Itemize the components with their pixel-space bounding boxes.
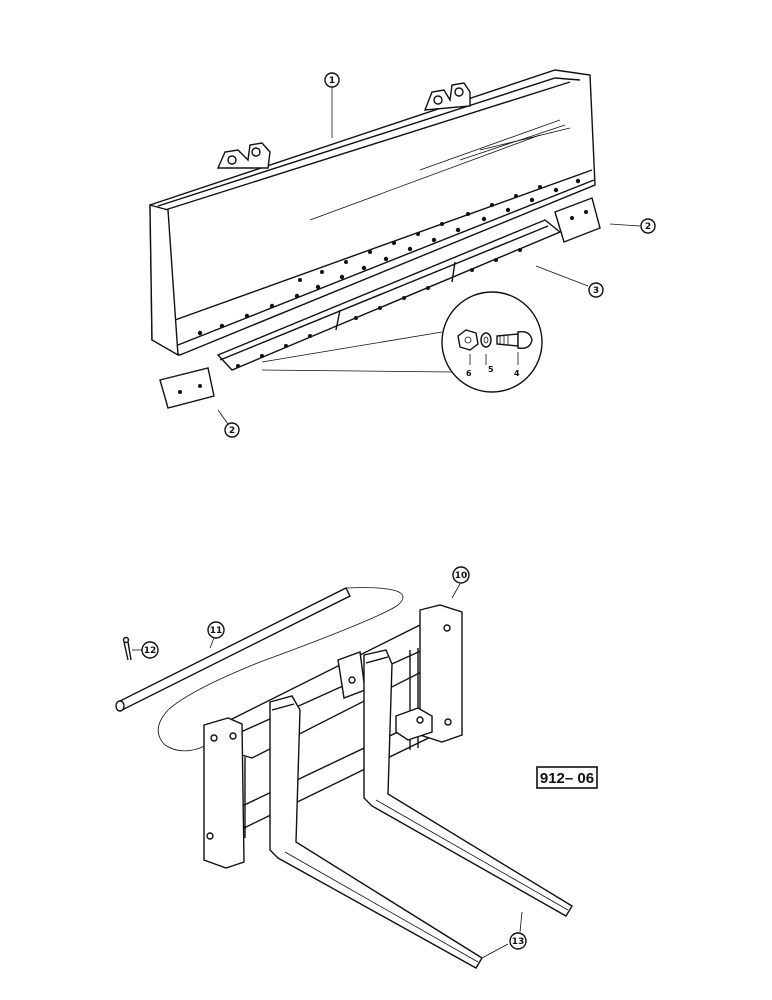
callout-13: 13 xyxy=(481,911,527,959)
callout-pin: 11 xyxy=(210,626,223,636)
end-bit-right xyxy=(554,197,601,243)
end-bit-left xyxy=(159,367,215,409)
cotter-pin-icon xyxy=(122,636,132,661)
callout-bucket: 1 xyxy=(329,76,335,86)
mounting-lug-left xyxy=(216,142,271,169)
callout-cotter-pin: 12 xyxy=(144,646,157,656)
callout-end-bit-right: 2 xyxy=(645,222,651,232)
callout-11: 11 xyxy=(207,621,225,649)
bolt-icon xyxy=(496,330,533,350)
washer-icon xyxy=(480,332,492,348)
bucket-side-plate xyxy=(149,204,179,357)
callout-washer: 5 xyxy=(488,365,494,374)
callout-2-right: 2 xyxy=(609,218,656,234)
callout-fork-frame: 10 xyxy=(455,571,468,581)
fork-frame-left-plate xyxy=(203,717,245,869)
bucket-assembly xyxy=(149,69,596,357)
callout-bolt: 4 xyxy=(514,369,520,378)
callout-nut: 6 xyxy=(466,369,472,378)
hardware-detail-circle: 6 5 4 xyxy=(261,291,543,393)
callout-10: 10 xyxy=(451,566,470,599)
callout-1: 1 xyxy=(324,72,340,138)
figure-id: 912– 06 xyxy=(540,770,594,787)
nut-icon xyxy=(457,329,479,351)
fork-assembly xyxy=(115,587,573,969)
callout-2-left: 2 xyxy=(217,409,240,438)
bucket-lip-holes xyxy=(197,178,581,336)
callout-12: 12 xyxy=(132,641,159,659)
figure-id-box: 912– 06 xyxy=(536,766,598,789)
pin-path-outline xyxy=(157,587,404,752)
pin-rod xyxy=(115,587,351,712)
callout-fork-tine: 13 xyxy=(512,937,525,947)
callout-3: 3 xyxy=(535,265,604,298)
mounting-lug-right xyxy=(423,82,471,111)
cutting-edge xyxy=(216,219,562,371)
callout-end-bit-left: 2 xyxy=(229,426,235,436)
callout-cutting-edge: 3 xyxy=(593,286,599,296)
fork-tine-right xyxy=(363,649,573,917)
